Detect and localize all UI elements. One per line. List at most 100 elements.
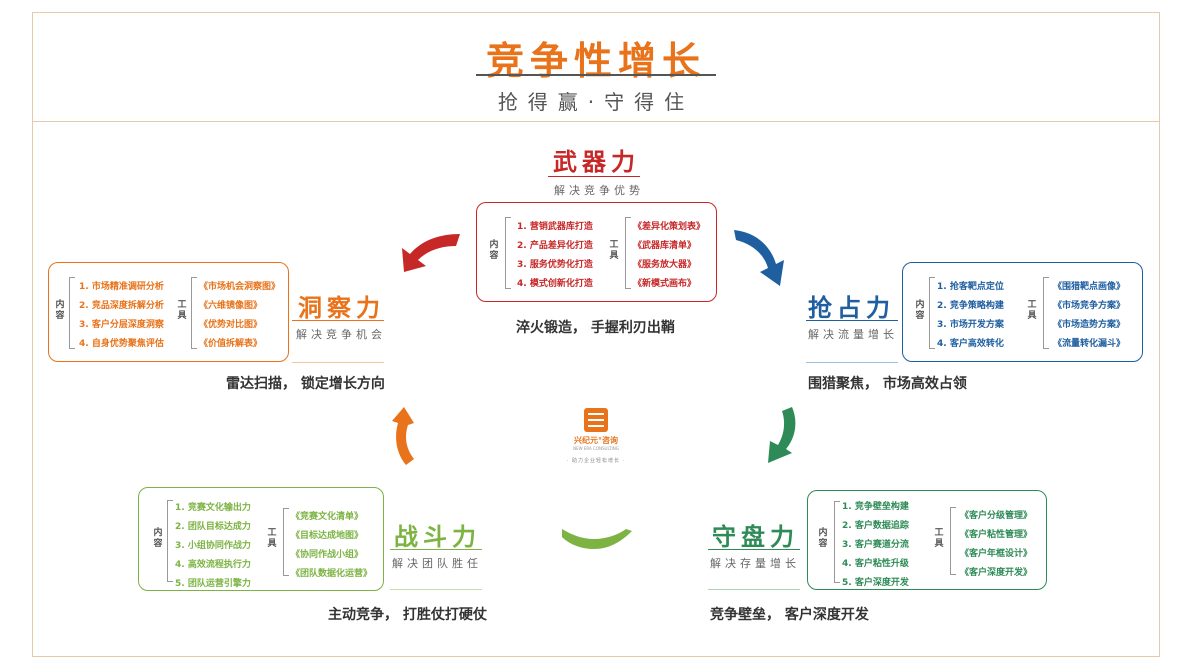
defend-sub-line [708,589,800,590]
defend-tool-bracket [950,507,956,575]
title-underline [476,74,716,76]
defend-box: 内容 1. 竞争壁垒构建 2. 客户数据追踪 3. 客户赛道分流 4. 客户粘性… [807,490,1047,590]
capture-title: 抢占力 [808,294,895,322]
insight-box: 内容 1. 市场精准调研分析 2. 竞品深度拆解分析 3. 客户分层深度洞察 4… [48,262,289,362]
defend-content-3: 3. 客户赛道分流 [842,540,909,550]
insight-tool-label: 工具 [177,300,187,321]
logo-slogan: · 助力企业轻松增长 · [566,458,626,464]
weapon-tool-bracket [625,217,631,289]
green-arrow [768,407,796,463]
capture-tool-4: 《流量转化漏斗》 [1053,339,1126,349]
weapon-subtitle: 解决竞争优势 [554,184,644,197]
insight-subtitle: 解决竞争机会 [296,328,386,341]
insight-tool-bracket [191,277,197,349]
defend-title-line [708,549,800,550]
insight-slogan: 雷达扫描， 锁定增长方向 [226,376,385,392]
combat-content-1: 1. 竞赛文化输出力 [175,503,251,513]
insight-content-label: 内容 [55,300,65,321]
capture-content-2: 2. 竞争策略构建 [937,301,1004,311]
red-arrow [402,234,460,272]
weapon-tool-label: 工具 [609,240,619,261]
logo-name: 兴纪元°咨询 [574,436,618,445]
orange-arrow [392,407,414,465]
blue-arrow [734,230,784,286]
logo-mark-icon [584,408,608,432]
insight-content-1: 1. 市场精准调研分析 [79,282,164,292]
weapon-box: 内容 1. 营销武器库打造 2. 产品差异化打造 3. 服务优势化打造 4. 模… [476,202,717,302]
combat-subtitle: 解决团队胜任 [392,557,482,570]
header-divider [32,121,1160,122]
combat-tool-3: 《协同作战小组》 [291,550,364,560]
combat-content-3: 3. 小组协同作战力 [175,541,251,551]
defend-content-5: 5. 客户深度开发 [842,578,909,588]
insight-tool-4: 《价值拆解表》 [199,339,263,349]
insight-tool-3: 《优势对比图》 [199,320,263,330]
defend-slogan: 竞争壁垒， 客户深度开发 [710,607,869,623]
weapon-title-line [548,176,640,177]
page-subtitle: 抢得赢·守得住 [497,90,695,114]
capture-tool-3: 《市场造势方案》 [1053,320,1126,330]
lime-arrow [562,529,632,549]
capture-content-label: 内容 [915,300,925,321]
defend-content-label: 内容 [818,528,828,549]
combat-tool-bracket [283,508,289,576]
insight-tool-1: 《市场机会洞察图》 [199,282,281,292]
capture-content-3: 3. 市场开发方案 [937,320,1004,330]
weapon-slogan: 淬火锻造， 手握利刃出鞘 [516,320,675,336]
defend-content-1: 1. 竞争壁垒构建 [842,502,909,512]
insight-title: 洞察力 [298,294,385,322]
outer-frame [32,12,1160,657]
combat-content-5: 5. 团队运营引擎力 [175,579,251,589]
weapon-tool-1: 《差异化策划表》 [633,222,706,232]
weapon-content-bracket [505,217,511,289]
defend-subtitle: 解决存量增长 [710,557,800,570]
capture-tool-bracket [1043,277,1049,349]
insight-sub-line [292,362,384,363]
weapon-content-1: 1. 营销武器库打造 [517,222,593,232]
insight-tool-2: 《六维镜像图》 [199,301,263,311]
weapon-tool-4: 《新模式画布》 [633,279,697,289]
weapon-content-2: 2. 产品差异化打造 [517,241,593,251]
combat-content-bracket [167,500,173,582]
defend-content-bracket [834,501,840,583]
capture-subtitle: 解决流量增长 [808,328,898,341]
defend-tool-2: 《客户粘性管理》 [960,530,1033,540]
defend-title: 守盘力 [712,523,799,551]
defend-content-2: 2. 客户数据追踪 [842,521,909,531]
capture-slogan: 围猎聚焦， 市场高效占领 [808,376,967,392]
defend-tool-3: 《客户年框设计》 [960,549,1033,559]
insight-content-bracket [69,277,75,349]
insight-content-3: 3. 客户分层深度洞察 [79,320,164,330]
combat-tool-label: 工具 [267,528,277,549]
weapon-content-3: 3. 服务优势化打造 [517,260,593,270]
capture-content-1: 1. 抢客靶点定位 [937,282,1004,292]
defend-tool-label: 工具 [934,528,944,549]
combat-content-label: 内容 [153,528,163,549]
weapon-title: 武器力 [553,148,640,176]
logo: 兴纪元°咨询 NEW ERA CONSULTING · 助力企业轻松增长 · [560,408,632,464]
capture-content-bracket [929,277,935,349]
defend-tool-4: 《客户深度开发》 [960,568,1033,578]
combat-tool-1: 《竞赛文化清单》 [291,512,364,522]
combat-content-4: 4. 高效流程执行力 [175,560,251,570]
insight-title-line [292,320,384,321]
combat-sub-line [390,589,482,590]
weapon-tool-3: 《服务放大器》 [633,260,697,270]
insight-content-2: 2. 竞品深度拆解分析 [79,301,164,311]
weapon-tool-2: 《武器库清单》 [633,241,697,251]
capture-tool-1: 《围猎靶点画像》 [1053,282,1126,292]
capture-box: 内容 1. 抢客靶点定位 2. 竞争策略构建 3. 市场开发方案 4. 客户高效… [902,262,1143,362]
capture-tool-label: 工具 [1027,300,1037,321]
combat-content-2: 2. 团队目标达成力 [175,522,251,532]
weapon-content-label: 内容 [489,240,499,261]
combat-tool-2: 《目标达成地图》 [291,531,364,541]
combat-title-line [390,549,482,550]
capture-content-4: 4. 客户高效转化 [937,339,1004,349]
logo-english: NEW ERA CONSULTING [573,446,619,451]
combat-title: 战斗力 [394,523,481,551]
capture-tool-2: 《市场竞争方案》 [1053,301,1126,311]
capture-title-line [806,320,898,321]
capture-sub-line [806,362,898,363]
combat-slogan: 主动竞争， 打胜仗打硬仗 [328,607,487,623]
combat-box: 内容 1. 竞赛文化输出力 2. 团队目标达成力 3. 小组协同作战力 4. 高… [138,487,384,591]
